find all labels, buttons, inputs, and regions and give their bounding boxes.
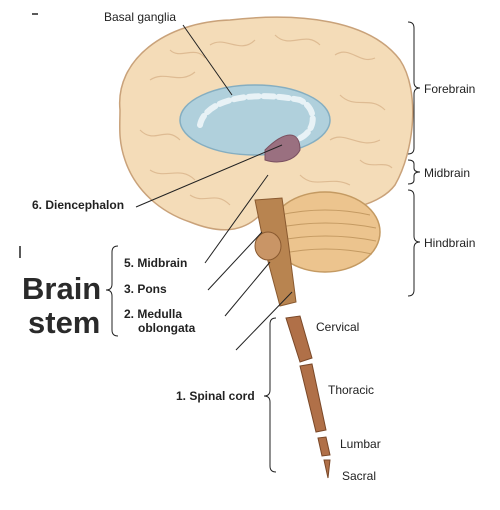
pons-shape — [254, 231, 282, 261]
brain-stem-title-line1: Brain — [22, 271, 102, 306]
brain-stem-title-line2: stem — [28, 305, 101, 340]
spinal-cord-cervical — [285, 315, 313, 363]
label-sacral: Sacral — [342, 469, 377, 483]
label-forebrain: Forebrain — [424, 82, 476, 96]
leader-lines — [135, 24, 293, 351]
label-spinal-cord: 1. Spinal cord — [176, 389, 255, 403]
spinal-cord-lumbar — [317, 436, 331, 457]
label-pons: 3. Pons — [124, 282, 167, 296]
label-medulla-line1: 2. Medulla — [124, 307, 183, 321]
label-cervical: Cervical — [316, 320, 360, 334]
label-midbrain: 5. Midbrain — [124, 256, 188, 270]
label-hindbrain: Hindbrain — [424, 236, 476, 250]
brainstem-brace — [105, 245, 119, 337]
spinal-cord-thoracic — [299, 363, 327, 433]
spinal-cord-brace — [263, 317, 277, 473]
label-midbrain-region: Midbrain — [424, 166, 471, 180]
gyri-texture — [139, 34, 393, 206]
label-thoracic: Thoracic — [328, 383, 375, 397]
diencephalon-shape — [264, 134, 301, 163]
label-diencephalon: 6. Diencephalon — [32, 198, 125, 212]
basal-ganglia-inner — [197, 93, 316, 143]
region-braces — [407, 21, 421, 297]
label-medulla-line2: oblongata — [138, 321, 196, 335]
spinal-cord-sacral — [323, 459, 331, 479]
label-basal-ganglia: Basal ganglia — [104, 10, 177, 24]
label-lumbar: Lumbar — [340, 437, 381, 451]
